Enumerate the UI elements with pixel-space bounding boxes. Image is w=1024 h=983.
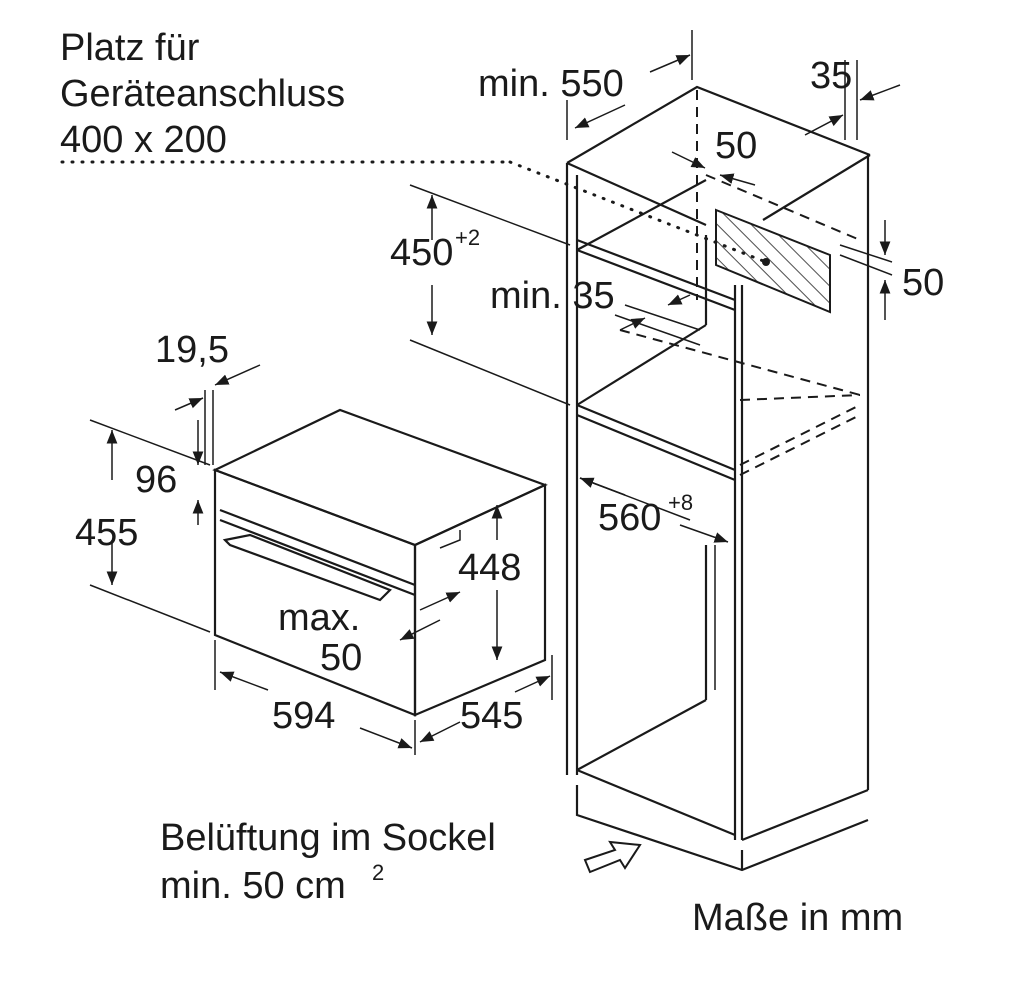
dim-50-right: 50 — [902, 262, 944, 304]
connection-label-2: Geräteanschluss — [60, 73, 345, 115]
dim-560: 560 — [598, 497, 661, 539]
ventilation-superscript: 2 — [372, 860, 384, 885]
tall-cabinet — [565, 85, 871, 872]
dim-448: 448 — [458, 547, 521, 589]
dim-35-top: 35 — [810, 55, 852, 97]
dim-560-tolerance: +8 — [668, 490, 693, 515]
ventilation-label-1: Belüftung im Sockel — [160, 817, 496, 859]
dim-min-550: min. 550 — [478, 63, 624, 105]
dim-450: 450 — [390, 232, 453, 274]
dim-450-tolerance: +2 — [455, 225, 480, 250]
dim-545: 545 — [460, 695, 523, 737]
ventilation-label-2: min. 50 cm — [160, 865, 346, 907]
connection-label-3: 400 x 200 — [60, 119, 227, 161]
dim-455: 455 — [75, 512, 138, 554]
dim-594: 594 — [272, 695, 335, 737]
dim-max-label: max. — [278, 597, 360, 639]
units-label: Maße in mm — [692, 897, 903, 939]
dim-50-top: 50 — [715, 125, 757, 167]
dim-19-5: 19,5 — [155, 329, 229, 371]
connection-label-1: Platz für — [60, 27, 200, 69]
dimension-lines — [89, 30, 901, 755]
dim-min-35: min. 35 — [490, 275, 615, 317]
airflow-arrow-icon — [583, 840, 642, 874]
dim-max-50: 50 — [320, 637, 362, 679]
dim-96: 96 — [135, 459, 177, 501]
